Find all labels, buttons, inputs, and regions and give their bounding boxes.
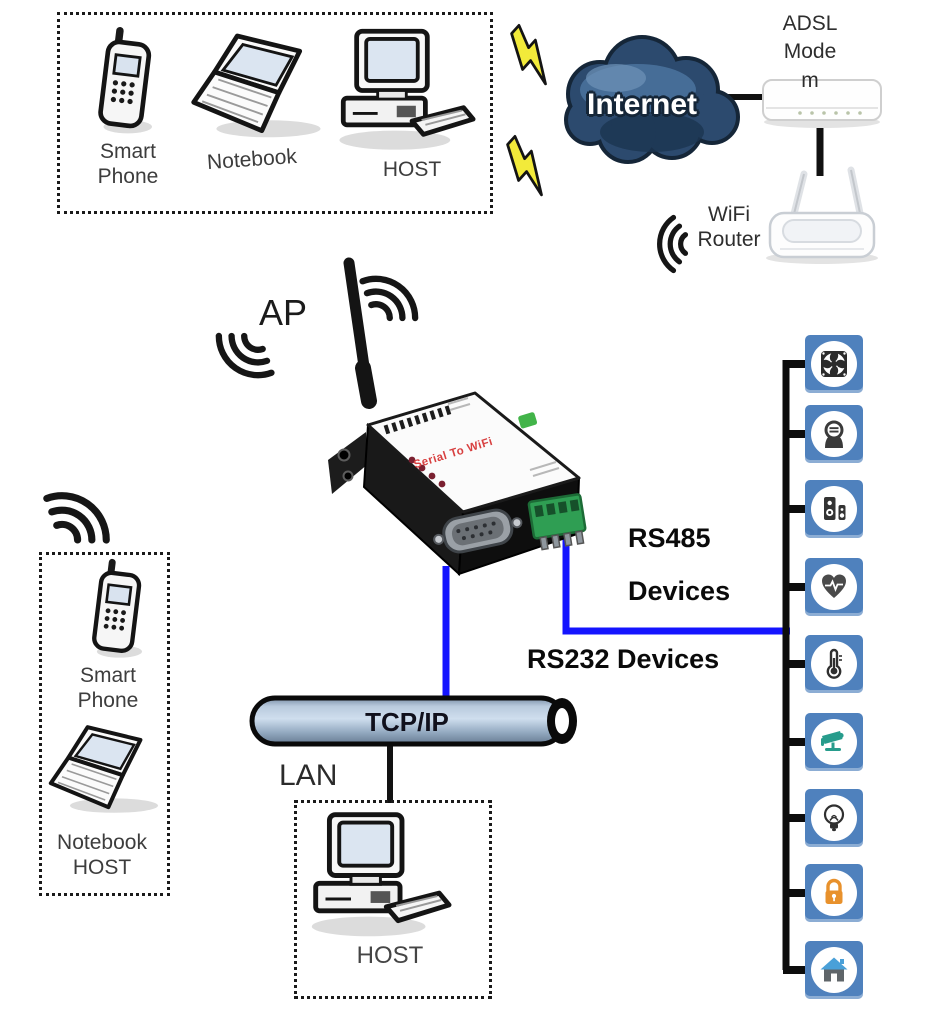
rs485-blue-line (562, 532, 790, 635)
serial-device-cctv-camera (805, 713, 863, 771)
lan-host-label: HOST (356, 942, 424, 969)
serial-device-smart-home (805, 941, 863, 999)
rs485-terminal-block (527, 493, 587, 551)
wifi-router-device (766, 166, 878, 264)
thermometer-icon (811, 641, 857, 687)
station-clients-box (39, 552, 170, 896)
smart-home-icon (811, 947, 857, 993)
internet-cloud (564, 35, 740, 164)
serial-to-wifi-device: Serial To WiFi (328, 257, 587, 577)
padlock-icon (811, 870, 857, 916)
wifi-signal-ap-right-icon (354, 268, 424, 330)
adsl-modem-label: ADSL Mode m (782, 12, 838, 92)
ap-label: AP (258, 292, 308, 333)
serial-device-thermometer (805, 635, 863, 693)
serial-device-light-bulb (805, 789, 863, 847)
serial-device-heart-rate-monitor (805, 558, 863, 616)
antenna-whip (343, 257, 372, 386)
heart-rate-icon (811, 564, 857, 610)
wireless-link-bolt-top-icon (510, 23, 547, 86)
status-leds (408, 456, 446, 488)
db9-serial-port (433, 508, 523, 554)
wifi-router-label: WiFi Router (697, 203, 761, 251)
fan-icon (811, 341, 857, 387)
serial-device-audio-system (805, 480, 863, 538)
smartphone-station-label: Smart Phone (77, 664, 139, 712)
rs485-devices-label: RS485 Devices (628, 523, 731, 606)
light-bulb-icon (811, 795, 857, 841)
rs232-devices-label: RS232 Devices (527, 644, 720, 674)
tcpip-pipe (249, 695, 577, 747)
cctv-camera-icon (811, 719, 857, 765)
lan-label: LAN (279, 759, 338, 792)
serial-device-bus (782, 360, 807, 974)
vendor-logo (518, 412, 538, 429)
utility-meter-icon (811, 411, 857, 457)
smartphone-top-label: Smart Phone (97, 140, 159, 188)
wireless-link-bolt-bottom-icon (506, 134, 543, 197)
host-top-label: HOST (382, 158, 442, 181)
serial-device-door-lock (805, 864, 863, 922)
serial-device-fan (805, 335, 863, 393)
adsl-modem-device (762, 79, 882, 128)
lan-host-box (294, 800, 492, 999)
internet-label: Internet (586, 88, 697, 121)
wifi-clients-box (57, 12, 493, 214)
wifi-signal-station-icon (37, 483, 117, 554)
tcpip-label: TCP/IP (365, 707, 449, 737)
notebook-host-station-label: Notebook HOST (57, 831, 147, 879)
audio-system-icon (811, 486, 857, 532)
serial-device-utility-meter (805, 405, 863, 463)
wifi-signal-router-icon (660, 217, 686, 270)
